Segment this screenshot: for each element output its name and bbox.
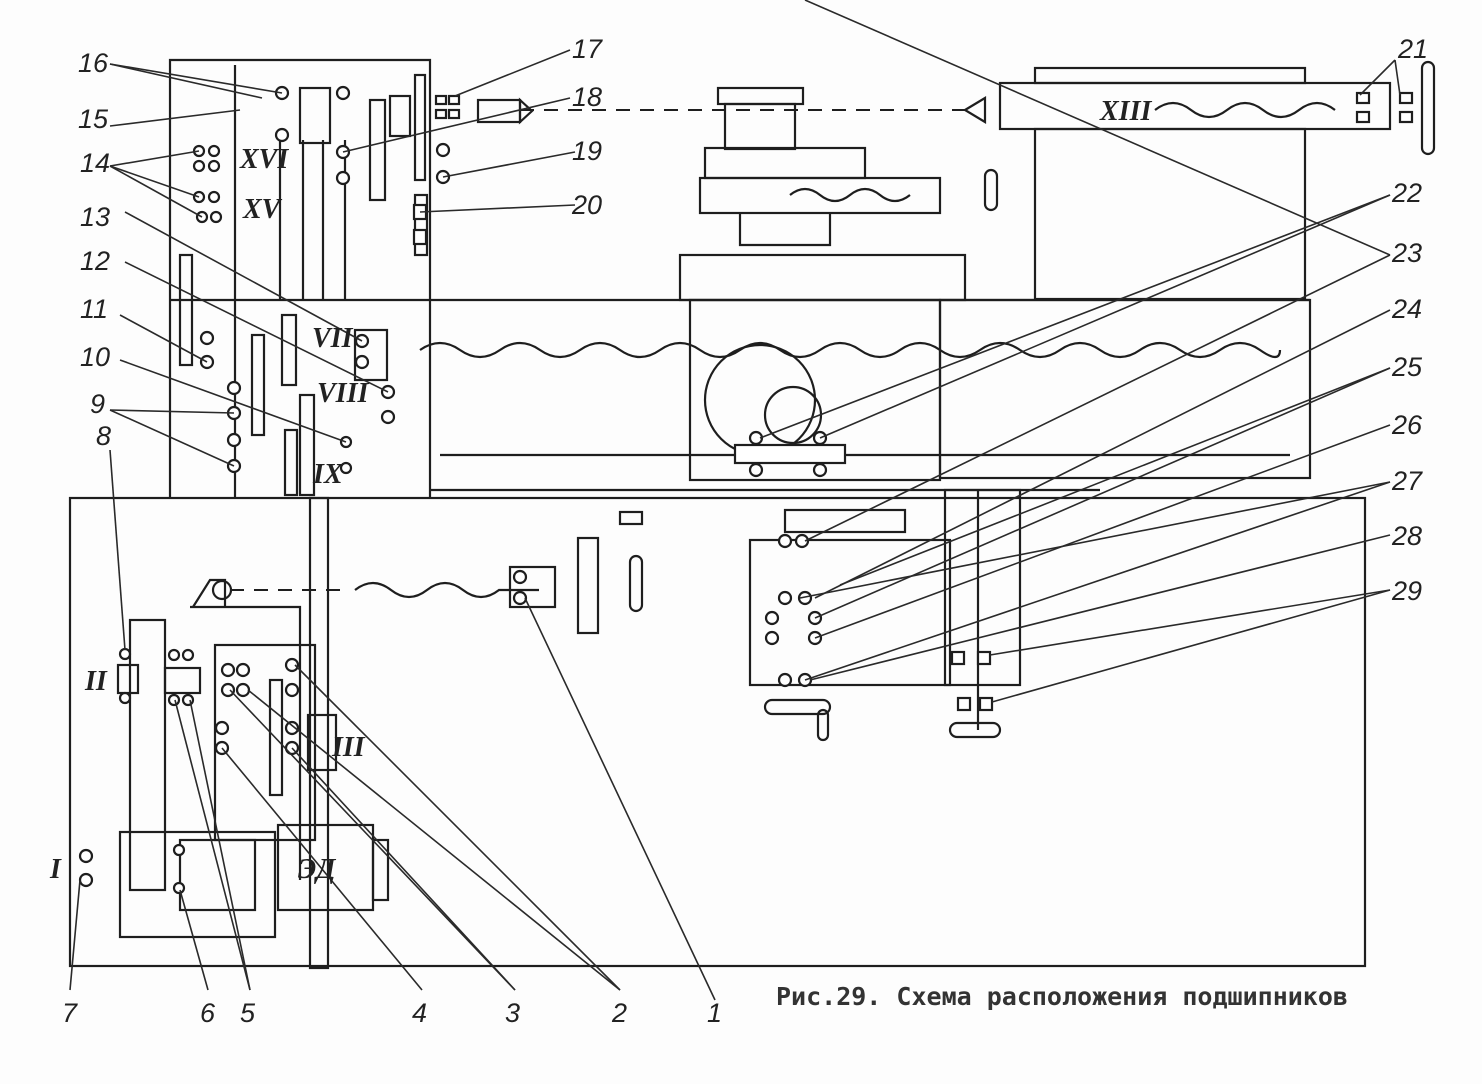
callout-8: 8 xyxy=(96,421,111,451)
callout-13: 13 xyxy=(80,202,110,232)
callout-23: 23 xyxy=(1391,238,1422,268)
leader-lines xyxy=(69,0,1401,1001)
callout-7: 7 xyxy=(62,998,78,1028)
shaft-label-VIII: VIII xyxy=(317,378,369,409)
shaft-label-XIII: XIII xyxy=(1099,96,1152,127)
callout-16: 16 xyxy=(78,48,109,78)
shaft-label-IX: IX xyxy=(312,459,344,490)
callout-29: 29 xyxy=(1391,576,1422,606)
callout-24: 24 xyxy=(1391,294,1422,324)
apron-handwheel-units xyxy=(748,488,1022,742)
bearings xyxy=(78,85,994,895)
callout-numbers: 1 2 3 4 5 6 7 8 9 10 11 12 13 14 15 16 1… xyxy=(62,34,1428,1028)
drive-box xyxy=(116,496,390,970)
callout-17: 17 xyxy=(572,34,603,64)
callout-20: 20 xyxy=(571,190,602,220)
callout-4: 4 xyxy=(412,998,427,1028)
callout-14: 14 xyxy=(80,148,110,178)
figure-caption: Рис.29. Схема расположения подшипников xyxy=(776,982,1348,1011)
shaft-label-XV: XV xyxy=(242,194,283,225)
callout-10: 10 xyxy=(80,342,110,372)
shaft-label-VII: VII xyxy=(312,323,354,354)
callout-21: 21 xyxy=(1397,34,1428,64)
carriage xyxy=(678,86,999,302)
callout-11: 11 xyxy=(80,294,108,324)
callout-28: 28 xyxy=(1391,521,1422,551)
shaft-label-II: II xyxy=(84,666,108,697)
callout-26: 26 xyxy=(1391,410,1423,440)
motor-label: ЭД xyxy=(298,854,336,885)
spindle-axis xyxy=(476,97,965,125)
shaft-label-XVI: XVI xyxy=(239,144,289,175)
callout-5: 5 xyxy=(240,998,256,1028)
callout-3: 3 xyxy=(505,998,520,1028)
callout-6: 6 xyxy=(200,998,216,1028)
callout-18: 18 xyxy=(572,82,602,112)
callout-25: 25 xyxy=(1391,352,1423,382)
callout-27: 27 xyxy=(1391,466,1423,496)
tailstock xyxy=(962,60,1436,301)
shaft-label-I: I xyxy=(49,854,62,885)
callout-19: 19 xyxy=(572,136,602,166)
callout-9: 9 xyxy=(90,389,105,419)
callout-12: 12 xyxy=(80,246,110,276)
headstock-gearing xyxy=(178,73,429,497)
callout-1: 1 xyxy=(707,998,722,1028)
callout-22: 22 xyxy=(1391,178,1422,208)
shaft-label-III: III xyxy=(331,732,366,763)
machine-base xyxy=(68,488,1367,968)
feed-rod xyxy=(230,510,644,635)
lead-screw-housing xyxy=(419,298,1312,482)
callout-2: 2 xyxy=(611,998,627,1028)
callout-15: 15 xyxy=(78,104,109,134)
